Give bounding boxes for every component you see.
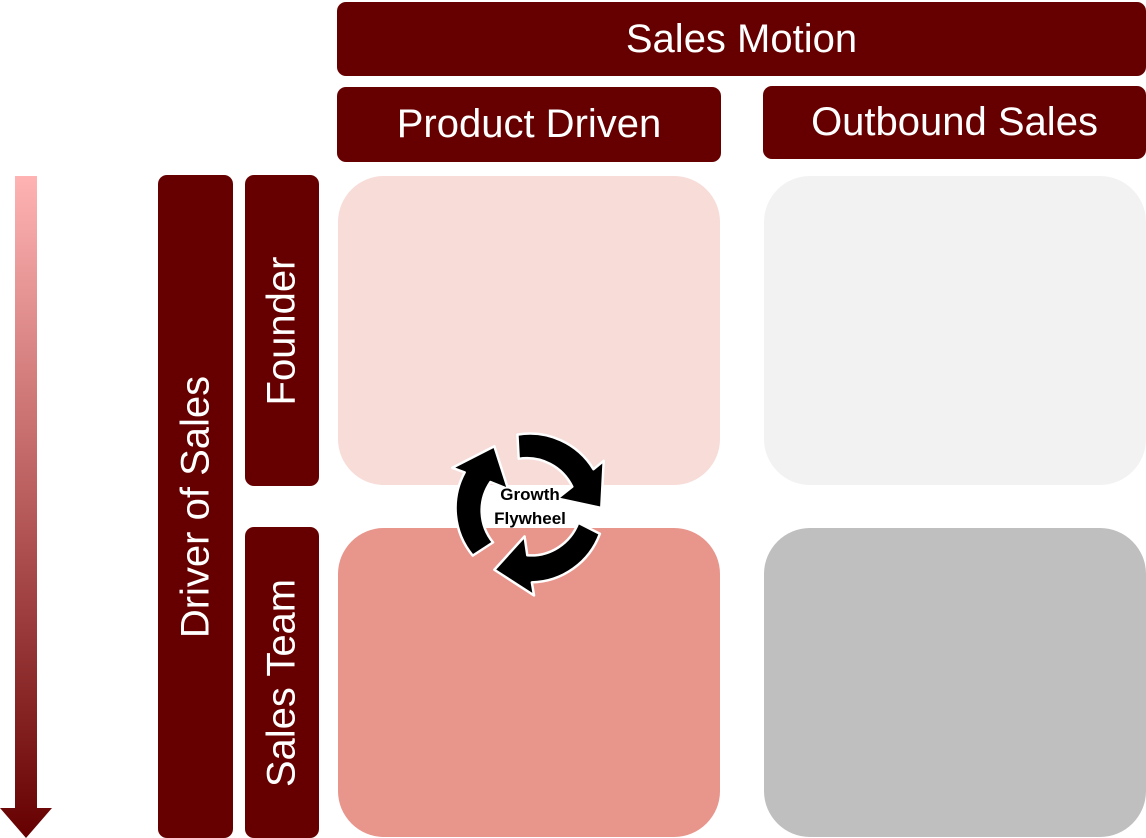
- column-header-product-driven: Product Driven: [337, 87, 721, 162]
- sales-motion-header: Sales Motion: [337, 2, 1146, 76]
- sales-motion-header-text: Sales Motion: [625, 16, 858, 61]
- column-header-product-driven-text: Product Driven: [396, 102, 662, 146]
- gradient-down-arrow-icon: [0, 176, 52, 838]
- column-header-outbound-sales: Outbound Sales: [763, 86, 1146, 159]
- flywheel-label-line2: Flywheel: [494, 509, 566, 528]
- row-header-sales-team-text: Sales Team: [259, 578, 304, 787]
- row-header-sales-team: Sales Team: [245, 527, 319, 838]
- row-header-founder: Founder: [245, 175, 319, 486]
- driver-of-sales-text: Driver of Sales: [173, 375, 217, 638]
- cell-outbound-founder: [764, 176, 1146, 485]
- column-header-outbound-sales-text: Outbound Sales: [811, 100, 1098, 144]
- driver-of-sales-label: Driver of Sales: [158, 175, 233, 838]
- flywheel-label: Growth Flywheel: [470, 483, 590, 531]
- cell-outbound-sales-team: [764, 528, 1146, 837]
- row-header-founder-text: Founder: [259, 256, 304, 405]
- flywheel-label-line1: Growth: [500, 485, 560, 504]
